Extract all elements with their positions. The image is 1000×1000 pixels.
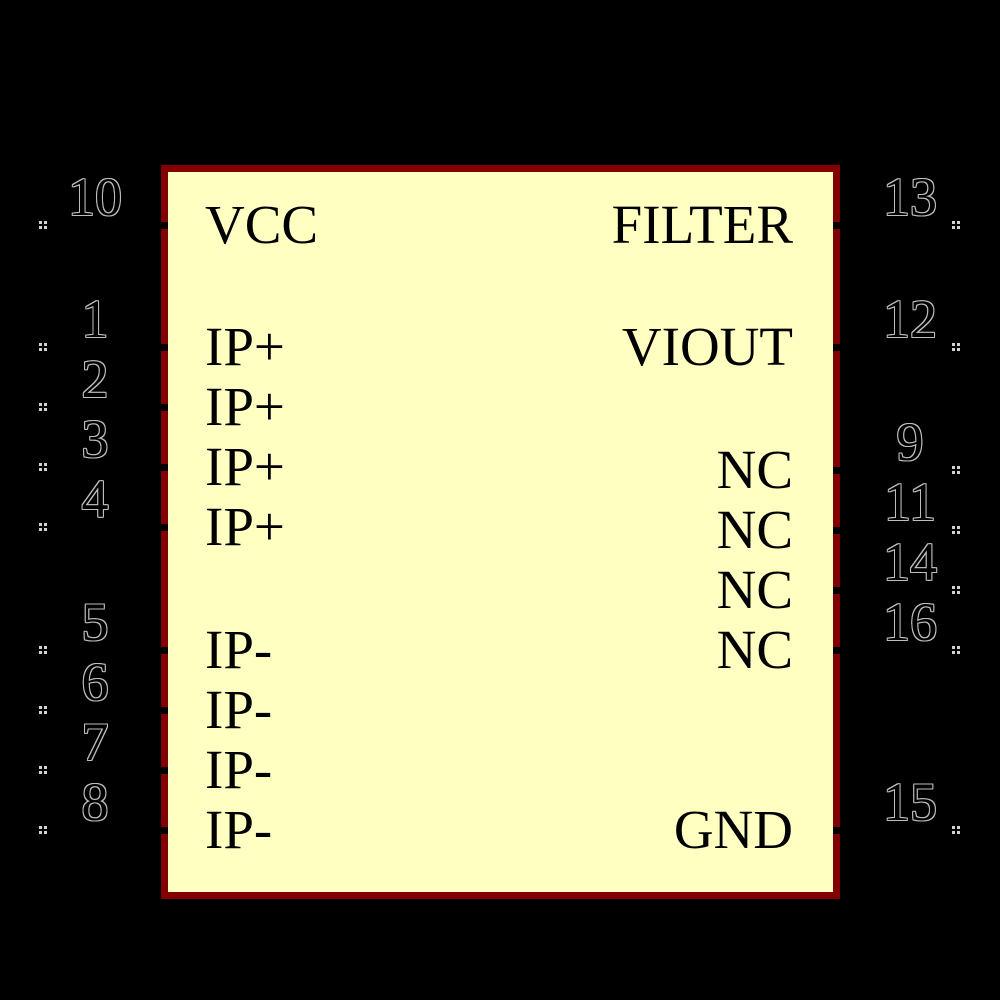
- pin-line: [40, 827, 168, 834]
- pin-label: GND: [673, 799, 793, 860]
- pin-number: 1: [81, 289, 109, 349]
- pin-endpoint-dots-icon: [39, 706, 47, 714]
- pin-line: [40, 707, 168, 714]
- pin-line: [40, 222, 168, 229]
- pin-line: [40, 344, 168, 351]
- pin-endpoint-dots-icon: [39, 826, 47, 834]
- pin-line: [40, 524, 168, 531]
- pin-label: NC: [716, 439, 793, 500]
- pin-label: VCC: [205, 194, 319, 255]
- pin-line: [833, 344, 960, 351]
- pin-number: 2: [81, 349, 109, 409]
- pin-line: [40, 464, 168, 471]
- pin-endpoint-dots-icon: [952, 221, 960, 229]
- pin-number: 5: [81, 592, 109, 652]
- pin-label: IP+: [205, 496, 285, 557]
- pin-endpoint-dots-icon: [39, 343, 47, 351]
- pin-endpoint-dots-icon: [952, 826, 960, 834]
- pin-endpoint-dots-icon: [952, 646, 960, 654]
- pin-line: [833, 527, 960, 534]
- pin-number: 9: [896, 412, 924, 472]
- pin-label: NC: [716, 619, 793, 680]
- pin-endpoint-dots-icon: [39, 766, 47, 774]
- pin-number: 16: [883, 592, 937, 652]
- pin-label: IP+: [205, 376, 285, 437]
- pin-label: IP+: [205, 436, 285, 497]
- pin-number: 7: [81, 712, 109, 772]
- pin-number: 4: [81, 469, 109, 529]
- pin-line: [833, 222, 960, 229]
- pin-line: [833, 647, 960, 654]
- pin-line: [833, 827, 960, 834]
- pin-endpoint-dots-icon: [39, 646, 47, 654]
- pin-label: VIOUT: [621, 316, 793, 377]
- pin-label: FILTER: [611, 194, 793, 255]
- pin-label: NC: [716, 499, 793, 560]
- pin-number: 8: [81, 772, 109, 832]
- pin-line: [40, 767, 168, 774]
- pin-label: IP-: [205, 619, 273, 680]
- pin-line: [40, 404, 168, 411]
- pin-endpoint-dots-icon: [39, 463, 47, 471]
- pin-number: 14: [883, 532, 937, 592]
- pin-label: IP-: [205, 679, 273, 740]
- pin-endpoint-dots-icon: [39, 221, 47, 229]
- pin-endpoint-dots-icon: [952, 466, 960, 474]
- pin-line: [833, 587, 960, 594]
- pin-label: IP-: [205, 739, 273, 800]
- pin-number: 13: [883, 167, 937, 227]
- pin-endpoint-dots-icon: [39, 523, 47, 531]
- component-body[interactable]: [161, 165, 840, 899]
- pin-label: IP+: [205, 316, 285, 377]
- pin-number: 10: [68, 167, 122, 227]
- pin-number: 11: [884, 472, 936, 532]
- pin-line: [833, 467, 960, 474]
- pin-number: 12: [883, 289, 937, 349]
- pin-number: 3: [81, 409, 109, 469]
- pin-endpoint-dots-icon: [39, 403, 47, 411]
- pin-number: 6: [81, 652, 109, 712]
- pin-number: 15: [883, 772, 937, 832]
- pin-label: NC: [716, 559, 793, 620]
- pin-endpoint-dots-icon: [952, 526, 960, 534]
- pin-label: IP-: [205, 799, 273, 860]
- pin-line: [40, 647, 168, 654]
- pin-endpoint-dots-icon: [952, 343, 960, 351]
- pin-endpoint-dots-icon: [952, 586, 960, 594]
